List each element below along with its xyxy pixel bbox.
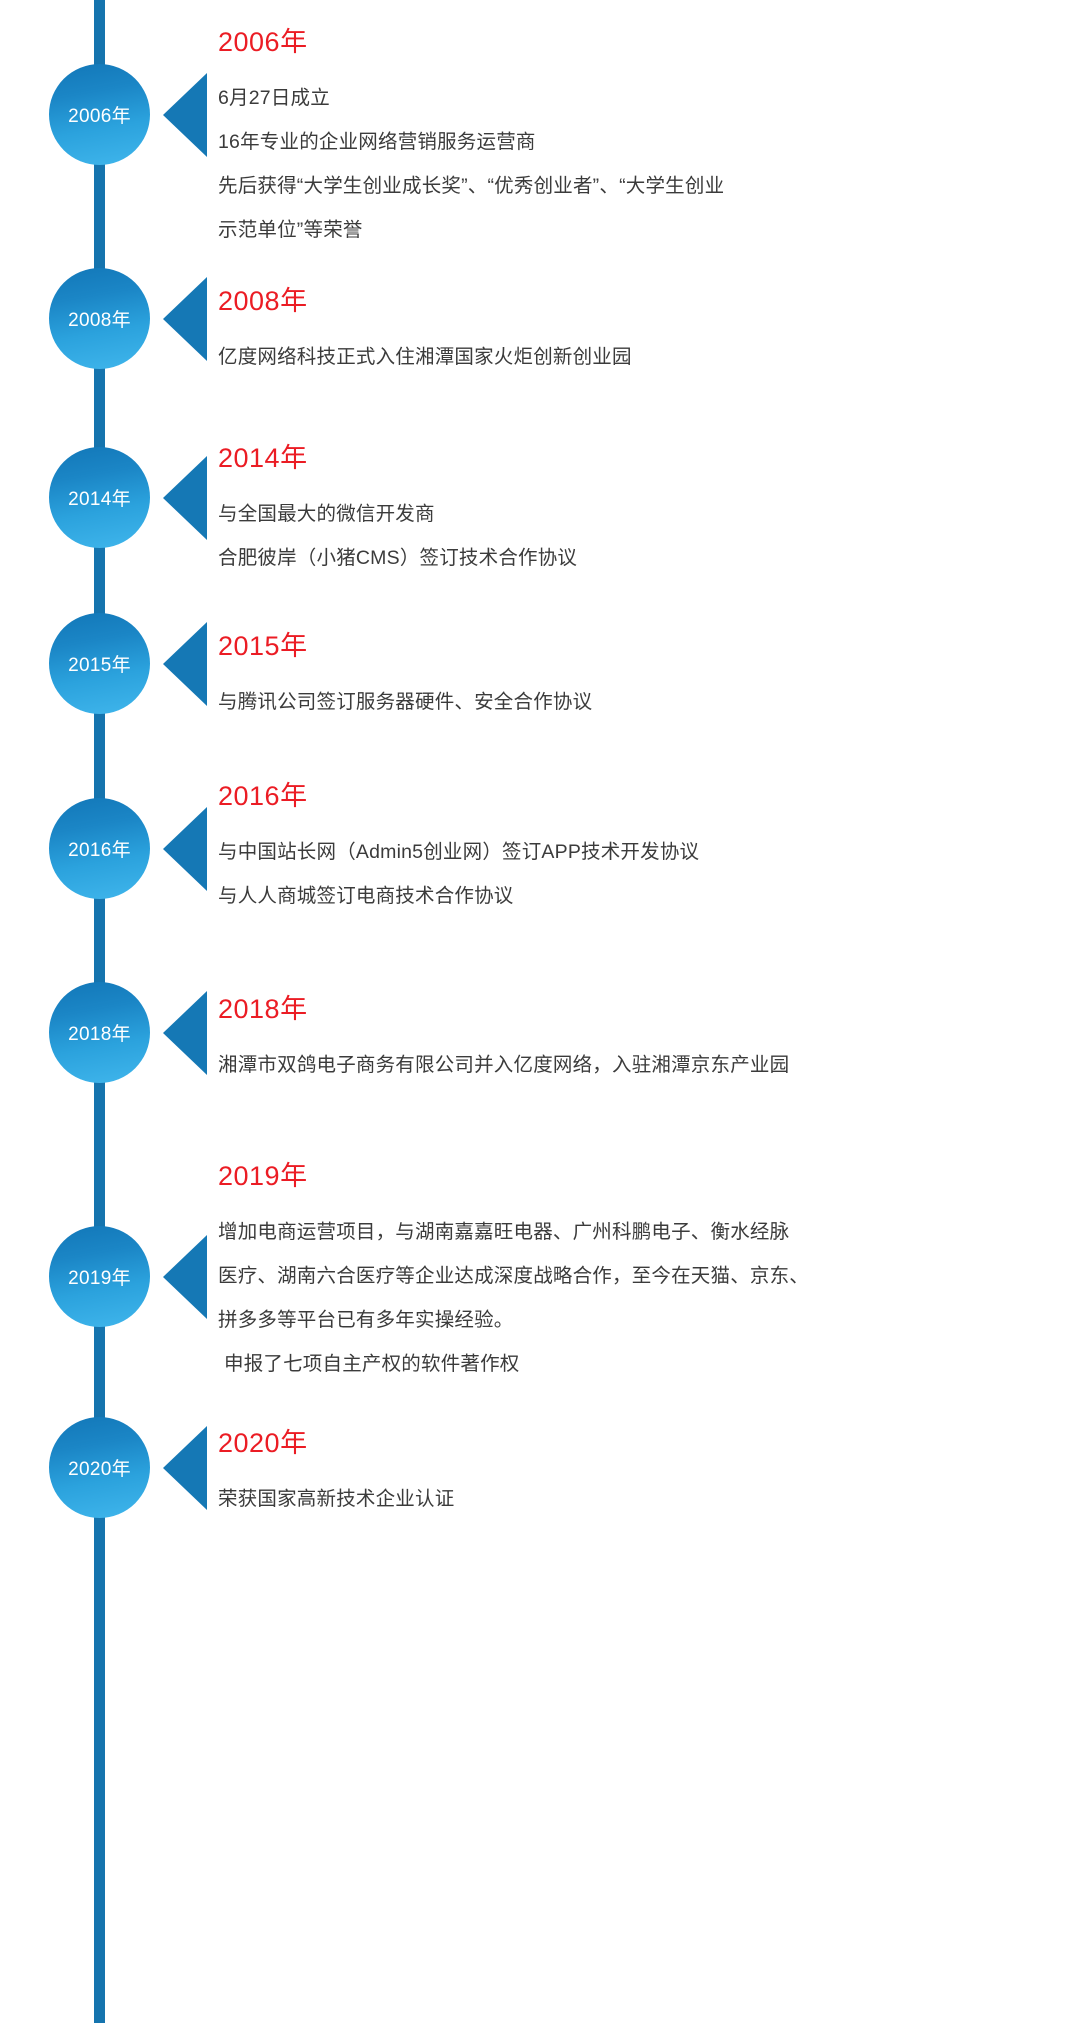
node-label: 2006年 <box>68 106 131 127</box>
timeline-node-2006[interactable]: 2006年 <box>49 64 150 165</box>
entry-line: 合肥彼岸（小猪CMS）签订技术合作协议 <box>218 547 578 569</box>
timeline-arrow-2015 <box>163 622 207 706</box>
node-label: 2014年 <box>68 489 131 510</box>
entry-line: 医疗、湖南六合医疗等企业达成深度战略合作，至今在天猫、京东、 <box>218 1265 810 1287</box>
entry-body: 湘潭市双鸽电子商务有限公司并入亿度网络，入驻湘潭京东产业园 <box>218 1043 1058 1087</box>
entry-body: 与腾讯公司签订服务器硬件、安全合作协议 <box>218 680 1058 724</box>
entry-body: 6月27日成立 16年专业的企业网络营销服务运营商 先后获得“大学生创业成长奖”… <box>218 76 1058 252</box>
node-label: 2015年 <box>68 655 131 676</box>
timeline-arrow-2008 <box>163 277 207 361</box>
timeline-entry-2008: 2008年 亿度网络科技正式入住湘潭国家火炬创新创业园 <box>218 283 1058 379</box>
entry-line: 6月27日成立 <box>218 87 330 109</box>
node-label: 2008年 <box>68 310 131 331</box>
timeline-entry-2019: 2019年 增加电商运营项目，与湖南嘉嘉旺电器、广州科鹏电子、衡水经脉 医疗、湖… <box>218 1158 1058 1386</box>
entry-line: 与人人商城签订电商技术合作协议 <box>218 885 514 907</box>
timeline-arrow-2006 <box>163 73 207 157</box>
entry-line: 湘潭市双鸽电子商务有限公司并入亿度网络，入驻湘潭京东产业园 <box>218 1054 790 1076</box>
entry-line: 与全国最大的微信开发商 <box>218 503 435 525</box>
entry-line: 增加电商运营项目，与湖南嘉嘉旺电器、广州科鹏电子、衡水经脉 <box>218 1221 790 1243</box>
entry-line: 与中国站长网（Admin5创业网）签订APP技术开发协议 <box>218 841 700 863</box>
node-label: 2018年 <box>68 1024 131 1045</box>
entry-body: 荣获国家高新技术企业认证 <box>218 1477 1058 1521</box>
entry-line: 亿度网络科技正式入住湘潭国家火炬创新创业园 <box>218 346 632 368</box>
entry-year-heading: 2008年 <box>218 286 308 316</box>
entry-year-heading: 2014年 <box>218 443 308 473</box>
node-label: 2020年 <box>68 1459 131 1480</box>
timeline-arrow-2014 <box>163 456 207 540</box>
timeline-node-2015[interactable]: 2015年 <box>49 613 150 714</box>
entry-year-heading: 2018年 <box>218 994 308 1024</box>
timeline-node-2020[interactable]: 2020年 <box>49 1417 150 1518</box>
entry-year-heading: 2019年 <box>218 1161 308 1191</box>
timeline-node-2019[interactable]: 2019年 <box>49 1226 150 1327</box>
timeline-entry-2015: 2015年 与腾讯公司签订服务器硬件、安全合作协议 <box>218 628 1058 724</box>
timeline-entry-2018: 2018年 湘潭市双鸽电子商务有限公司并入亿度网络，入驻湘潭京东产业园 <box>218 991 1058 1087</box>
timeline-entry-2006: 2006年 6月27日成立 16年专业的企业网络营销服务运营商 先后获得“大学生… <box>218 24 1058 252</box>
entry-body: 亿度网络科技正式入住湘潭国家火炬创新创业园 <box>218 335 1058 379</box>
entry-year-heading: 2020年 <box>218 1428 308 1458</box>
timeline-node-2014[interactable]: 2014年 <box>49 447 150 548</box>
node-label: 2019年 <box>68 1268 131 1289</box>
timeline-node-2016[interactable]: 2016年 <box>49 798 150 899</box>
node-label: 2016年 <box>68 840 131 861</box>
entry-line: 拼多多等平台已有多年实操经验。 <box>218 1309 514 1331</box>
entry-line: 示范单位”等荣誉 <box>218 219 363 241</box>
entry-year-heading: 2015年 <box>218 631 308 661</box>
entry-body: 与中国站长网（Admin5创业网）签订APP技术开发协议 与人人商城签订电商技术… <box>218 830 1058 918</box>
timeline-arrow-2018 <box>163 991 207 1075</box>
entry-line: 16年专业的企业网络营销服务运营商 <box>218 131 536 153</box>
entry-body: 与全国最大的微信开发商 合肥彼岸（小猪CMS）签订技术合作协议 <box>218 492 1058 580</box>
entry-line: 先后获得“大学生创业成长奖”、“优秀创业者”、“大学生创业 <box>218 175 725 197</box>
timeline-arrow-2019 <box>163 1235 207 1319</box>
entry-line: 荣获国家高新技术企业认证 <box>218 1488 455 1510</box>
entry-year-heading: 2006年 <box>218 27 308 57</box>
entry-body: 增加电商运营项目，与湖南嘉嘉旺电器、广州科鹏电子、衡水经脉 医疗、湖南六合医疗等… <box>218 1210 1058 1386</box>
entry-line: 与腾讯公司签订服务器硬件、安全合作协议 <box>218 691 593 713</box>
timeline-arrow-2020 <box>163 1426 207 1510</box>
timeline-entry-2020: 2020年 荣获国家高新技术企业认证 <box>218 1425 1058 1521</box>
entry-line: 申报了七项自主产权的软件著作权 <box>224 1353 520 1375</box>
timeline-node-2018[interactable]: 2018年 <box>49 982 150 1083</box>
timeline-node-2008[interactable]: 2008年 <box>49 268 150 369</box>
timeline-entry-2014: 2014年 与全国最大的微信开发商 合肥彼岸（小猪CMS）签订技术合作协议 <box>218 440 1058 580</box>
timeline-entry-2016: 2016年 与中国站长网（Admin5创业网）签订APP技术开发协议 与人人商城… <box>218 778 1058 918</box>
timeline-arrow-2016 <box>163 807 207 891</box>
entry-year-heading: 2016年 <box>218 781 308 811</box>
